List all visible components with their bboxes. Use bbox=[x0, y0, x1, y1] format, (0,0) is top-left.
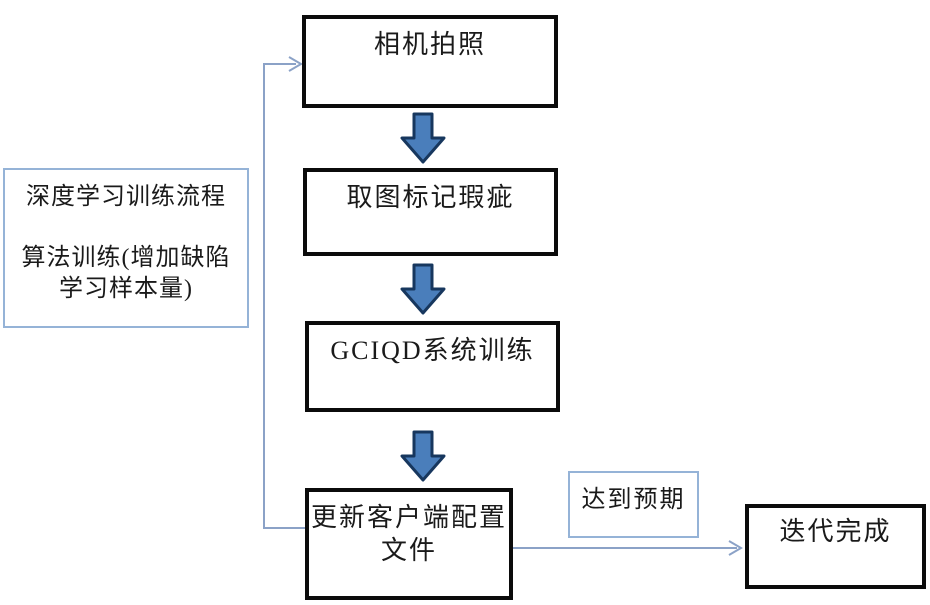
expectation-arrowhead-icon bbox=[728, 540, 743, 556]
node-update-config-label-line1: 更新客户端配置 bbox=[310, 503, 507, 532]
node-iteration-complete: 迭代完成 bbox=[745, 504, 926, 589]
node-mark-defects-label: 取图标记瑕疵 bbox=[346, 183, 515, 212]
expectation-met-label-box: 达到预期 bbox=[568, 471, 699, 538]
training-process-note-line2: 算法训练(增加缺陷 bbox=[21, 245, 231, 272]
down-block-arrow-icon-2 bbox=[400, 263, 446, 315]
training-process-note: 深度学习训练流程 算法训练(增加缺陷 学习样本量) bbox=[3, 168, 249, 328]
training-process-note-line1: 深度学习训练流程 bbox=[26, 184, 226, 210]
down-block-arrow-icon-1 bbox=[400, 112, 446, 164]
node-update-config-label-line2: 文件 bbox=[380, 535, 437, 565]
training-process-note-line3: 学习样本量) bbox=[59, 276, 193, 303]
node-gciqd-training-label: GCIQD系统训练 bbox=[330, 336, 535, 365]
node-camera-photo: 相机拍照 bbox=[302, 15, 558, 108]
node-gciqd-training: GCIQD系统训练 bbox=[305, 321, 560, 412]
down-block-arrow-icon-3 bbox=[400, 430, 446, 482]
expectation-met-label: 达到预期 bbox=[581, 487, 686, 513]
node-iteration-complete-label: 迭代完成 bbox=[779, 517, 892, 546]
node-update-config: 更新客户端配置 文件 bbox=[305, 488, 513, 600]
node-camera-photo-label: 相机拍照 bbox=[373, 30, 486, 59]
feedback-loop-arrowhead-icon bbox=[288, 56, 303, 72]
feedback-loop-connector bbox=[263, 63, 305, 529]
node-mark-defects: 取图标记瑕疵 bbox=[303, 168, 558, 256]
